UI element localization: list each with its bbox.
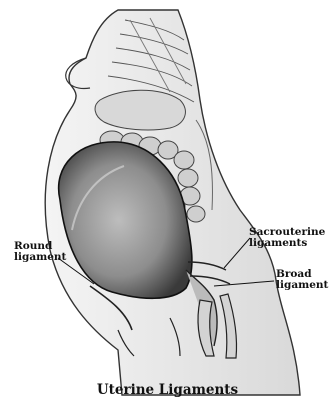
sacrouterine-label-line-2: ligaments — [249, 238, 325, 249]
broad-ligament-label-line-2: ligament — [276, 280, 328, 291]
figure-caption: Uterine Ligaments — [0, 382, 335, 398]
broad-ligament-label: Broad ligament — [276, 269, 328, 291]
sacrouterine-ligaments-label: Sacrouterine ligaments — [249, 227, 325, 249]
round-ligament-label: Round ligament — [14, 241, 66, 263]
round-ligament-label-line-2: ligament — [14, 252, 66, 263]
